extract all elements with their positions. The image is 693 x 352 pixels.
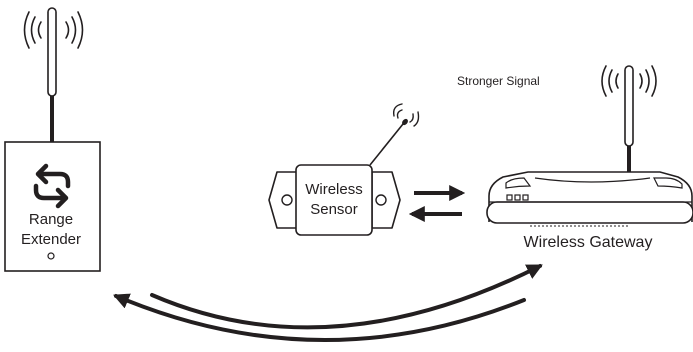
- arrow-curved-to-gateway: [150, 264, 543, 330]
- gateway-status-lights: [506, 194, 529, 201]
- extender-status-led: [47, 252, 55, 260]
- wireless-gateway: Stronger Signal Wireless Gateway: [457, 65, 693, 251]
- extender-signal-waves-icon: [23, 11, 84, 49]
- sensor-signal-waves-icon: [392, 103, 420, 127]
- gateway-body: [486, 201, 693, 224]
- extender-body: [4, 141, 101, 272]
- wireless-sensor: Wireless Sensor: [268, 103, 420, 236]
- sensor-body: [295, 164, 373, 236]
- range-extender: Range Extender: [4, 7, 101, 272]
- repeat-cycle-icon: [33, 163, 71, 209]
- sensor-gateway-link: [408, 185, 466, 222]
- gateway-signal-waves-icon: [601, 65, 657, 97]
- sensor-antenna: [369, 123, 404, 166]
- gateway-antenna: [624, 65, 634, 172]
- extender-label-line2: Extender: [21, 231, 81, 248]
- sensor-label-line1: Wireless: [305, 181, 363, 198]
- sensor-label-line2: Sensor: [310, 201, 358, 218]
- gateway-label: Wireless Gateway: [524, 234, 653, 251]
- extender-antenna: [47, 7, 57, 142]
- signal-caption: Stronger Signal: [457, 74, 540, 88]
- arrow-curved-to-extender: [113, 293, 526, 342]
- extender-label-line1: Range: [29, 211, 73, 228]
- extender-gateway-link: [113, 264, 543, 342]
